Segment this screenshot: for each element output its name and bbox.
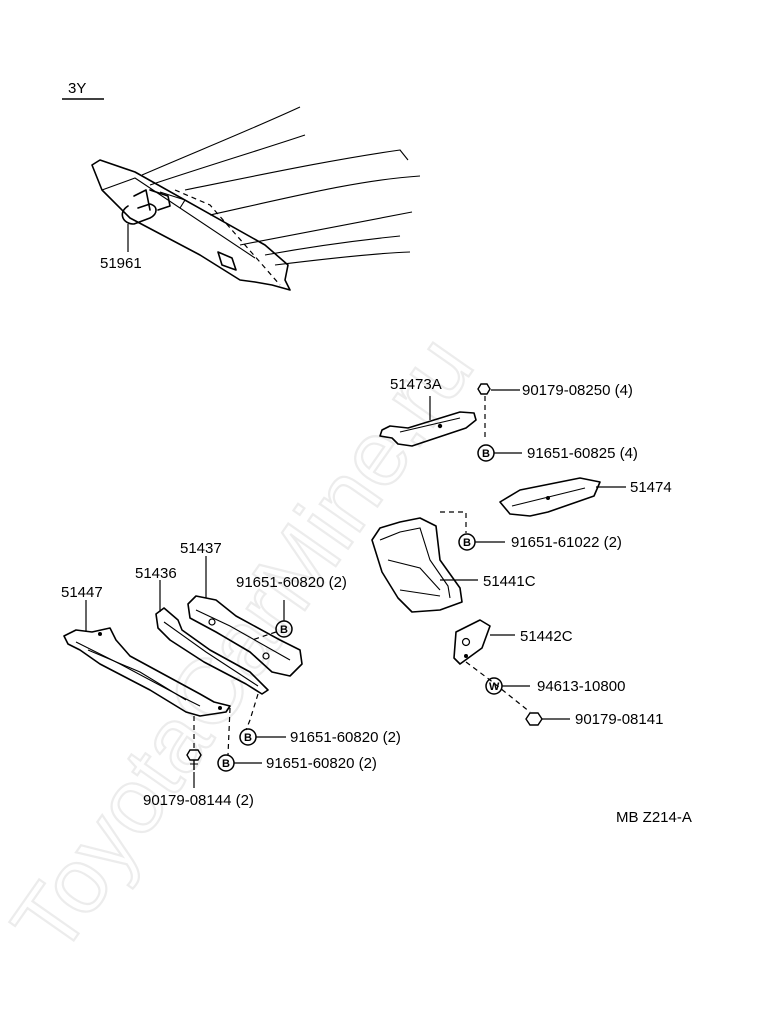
washer-symbol: W [485, 677, 503, 695]
frame-crossmember-drawing [91, 106, 421, 291]
label-51441C: 51441C [483, 573, 536, 590]
label-51436: 51436 [135, 565, 177, 582]
nut-icon [186, 749, 202, 770]
svg-text:B: B [482, 448, 490, 460]
label-91651-60820-middle: 91651-60820 (2) [290, 729, 401, 746]
plate-51442C [453, 619, 491, 665]
label-90179-08250: 90179-08250 (4) [522, 382, 633, 399]
label-90179-08141: 90179-08141 [575, 711, 663, 728]
label-91651-61022: 91651-61022 (2) [511, 534, 622, 551]
svg-text:B: B [222, 758, 230, 770]
bolt-symbol: B [477, 444, 495, 462]
label-91651-60825: 91651-60825 (4) [527, 445, 638, 462]
bracket-51474 [499, 477, 601, 517]
nut-icon [477, 383, 491, 395]
cover-51447 [63, 627, 231, 717]
diagram-code: MB Z214-A [616, 809, 692, 826]
label-94613-10800: 94613-10800 [537, 678, 625, 695]
bolt-symbol: B [239, 728, 257, 746]
svg-text:B: B [280, 624, 288, 636]
label-91651-60820-lower: 91651-60820 (2) [266, 755, 377, 772]
svg-text:B: B [463, 537, 471, 549]
svg-text:B: B [244, 732, 252, 744]
watermark-text: ToyotaCarMine.ru [0, 318, 493, 971]
variant-label: 3Y [62, 80, 104, 100]
label-91651-60820-upper: 91651-60820 (2) [236, 574, 347, 591]
label-51473A: 51473A [390, 376, 442, 393]
label-51474: 51474 [630, 479, 672, 496]
shield-51441C [371, 517, 463, 613]
bracket-51436 [155, 607, 269, 695]
svg-text:W: W [489, 681, 500, 693]
label-51961: 51961 [100, 255, 142, 272]
nut-icon [525, 712, 543, 726]
label-51442C: 51442C [520, 628, 573, 645]
label-90179-08144: 90179-08144 (2) [143, 792, 254, 809]
bolt-symbol: B [458, 533, 476, 551]
variant-label-text: 3Y [68, 80, 86, 97]
label-51447: 51447 [61, 584, 103, 601]
bracket-51437 [187, 595, 303, 677]
label-51437: 51437 [180, 540, 222, 557]
bracket-51473A [379, 411, 477, 447]
